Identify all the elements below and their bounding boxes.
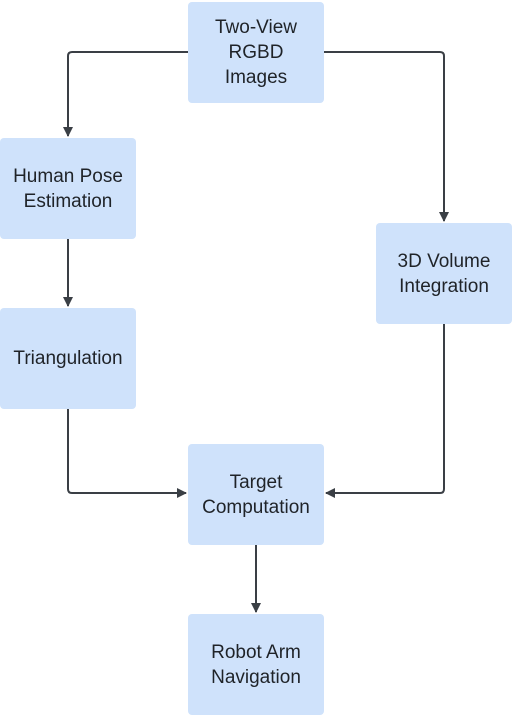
edge-input-to-pose — [63, 51, 188, 137]
node-label: Triangulation — [13, 348, 123, 369]
node-label: 3D Volume Integration — [397, 250, 491, 297]
edge-volume-to-target — [325, 324, 445, 498]
edge-input-to-volume — [324, 51, 449, 222]
node-robot-arm-navigation: Robot Arm Navigation — [188, 614, 324, 715]
node-human-pose-estimation: Human Pose Estimation — [0, 138, 136, 239]
node-target-computation: Target Computation — [188, 444, 324, 545]
node-3d-volume-integration: 3D Volume Integration — [376, 223, 512, 324]
node-triangulation: Triangulation — [0, 308, 136, 409]
node-label: Human Pose Estimation — [13, 165, 123, 212]
node-label: Target Computation — [202, 471, 310, 518]
node-two-view-rgbd-images: Two-View RGBD Images — [188, 2, 324, 103]
edge-triangulation-to-target — [67, 409, 187, 498]
node-label: Two-View RGBD Images — [214, 17, 297, 88]
node-label: Robot Arm Navigation — [211, 641, 301, 688]
